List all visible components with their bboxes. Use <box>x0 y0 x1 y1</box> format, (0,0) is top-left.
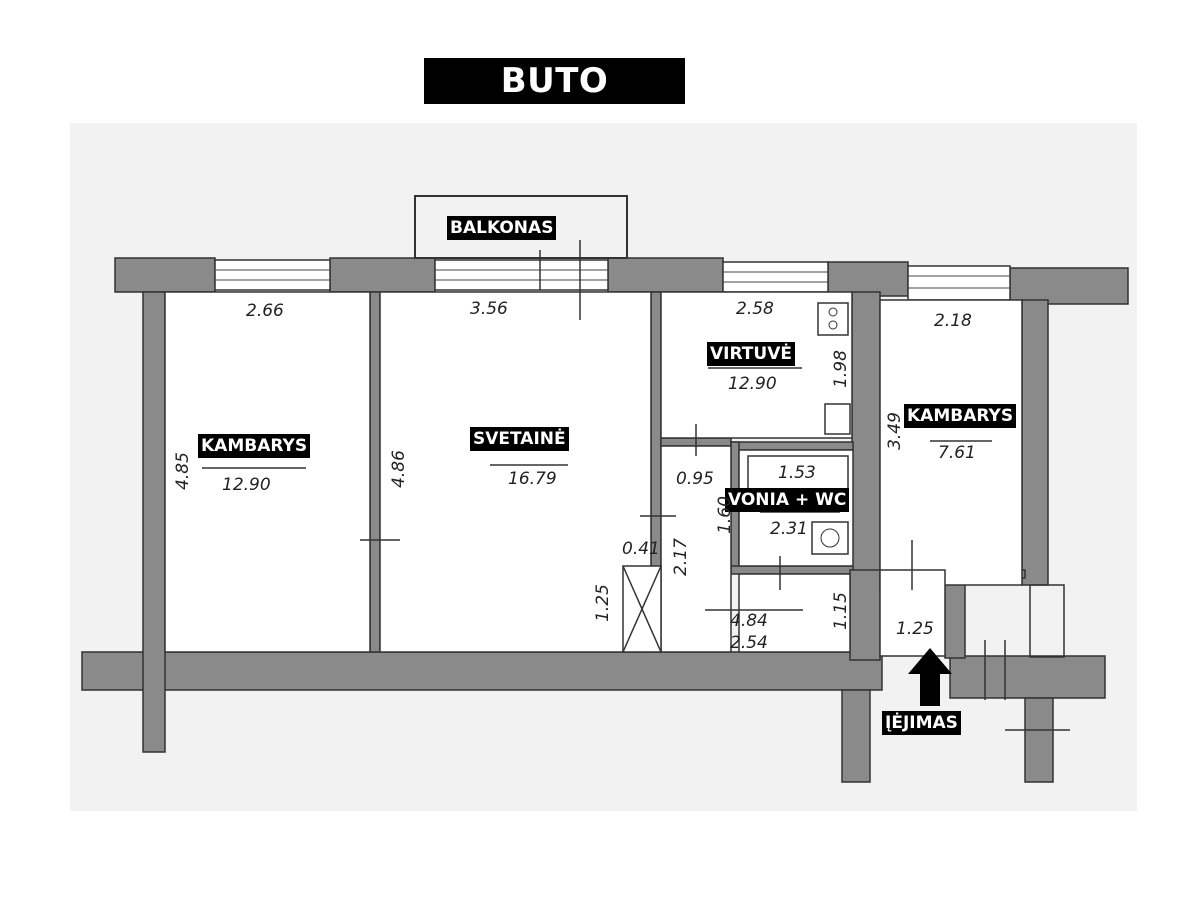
room1-width: 2.66 <box>246 301 284 321</box>
wall-entrance-right <box>1024 697 1054 783</box>
hall-width: 4.84 <box>730 611 768 631</box>
wall-hall-right <box>849 569 881 661</box>
bath-depth: 1.60 <box>714 496 735 534</box>
room2-depth: 3.49 <box>884 412 905 450</box>
hall-area: 2.54 <box>730 633 768 653</box>
wall-top-4 <box>827 261 909 297</box>
wall-top-3 <box>607 257 724 293</box>
wall-top-5 <box>1009 267 1129 305</box>
wall-partition-3 <box>851 291 881 578</box>
up-arrow-icon <box>908 648 952 706</box>
room1-area: 12.90 <box>222 475 271 495</box>
wall-entrance-left <box>841 689 871 783</box>
kitchen-width: 2.58 <box>736 299 774 319</box>
kitchen-area: 12.90 <box>728 374 777 394</box>
bath-width: 1.53 <box>778 463 816 483</box>
living-width: 3.56 <box>470 299 508 319</box>
room1-depth: 4.85 <box>172 452 193 490</box>
wall-bottom-2 <box>949 655 1106 699</box>
wall-bath-bottom <box>730 565 854 575</box>
wall-top-2 <box>329 257 436 293</box>
wall-top-1 <box>114 257 216 293</box>
entrance-label: ĮĖJIMAS <box>882 711 961 735</box>
living-area: 16.79 <box>508 469 557 489</box>
kitchen-label: VIRTUVĖ <box>707 342 795 366</box>
bath-label: VONIA + WC <box>725 488 850 512</box>
hall-depth: 1.15 <box>830 592 851 630</box>
room2-width: 2.18 <box>934 311 972 331</box>
vestibule-area: 1.25 <box>896 619 934 639</box>
room1-label: KAMBARYS <box>198 434 311 458</box>
dim-217: 2.17 <box>670 538 691 576</box>
living-depth: 4.86 <box>388 450 409 488</box>
room2-label: KAMBARYS <box>904 404 1017 428</box>
wall-right <box>1021 299 1049 586</box>
balcony-outline <box>414 195 628 259</box>
dim-125: 1.25 <box>592 584 613 622</box>
living-label: SVETAINĖ <box>470 427 569 451</box>
dim-095: 0.95 <box>676 469 714 489</box>
wall-partition-1 <box>369 291 381 653</box>
kitchen-depth: 1.98 <box>830 350 851 388</box>
wall-left <box>142 291 166 753</box>
bath-area: 2.31 <box>770 519 808 539</box>
dim-041: 0.41 <box>622 539 660 559</box>
room2-area: 7.61 <box>938 443 976 463</box>
balcony-label: BALKONAS <box>447 216 557 240</box>
wall-bath-top <box>730 441 854 451</box>
wall-bottom-1 <box>81 651 883 691</box>
